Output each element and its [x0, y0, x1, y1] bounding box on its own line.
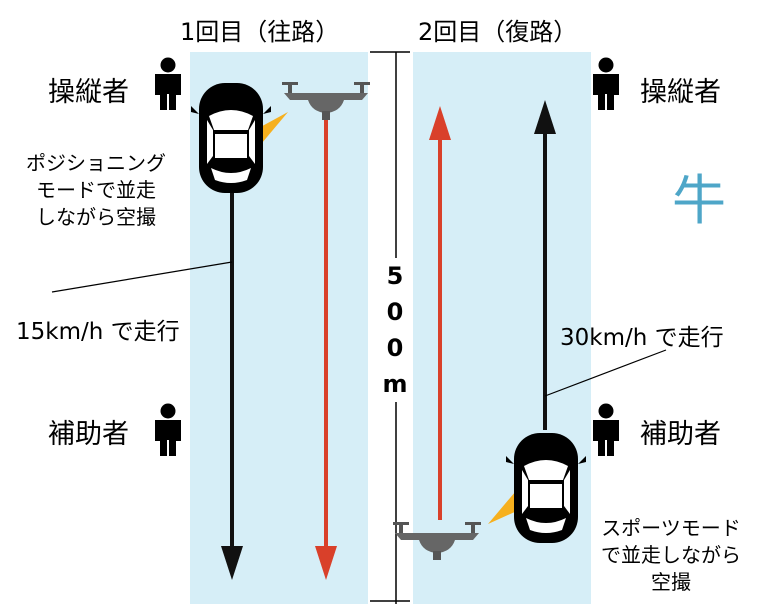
drone-arrowhead-outbound	[315, 546, 337, 580]
operator-label-left: 操縦者	[48, 77, 129, 108]
return-speed-label: 30km/h で走行	[560, 325, 724, 351]
trip2-title: 2回目（復路）	[418, 18, 578, 46]
sport-mode-note: スポーツモード で並走しながら 空撮	[586, 515, 756, 596]
distance-char-1: 5	[386, 262, 404, 290]
cow-mark: 牛	[672, 169, 726, 232]
assistant-label-left: 補助者	[48, 419, 129, 450]
positioning-note-line-2: モードで並走	[36, 178, 156, 202]
sport-note-line-1: スポーツモード	[601, 516, 741, 540]
distance-char-2: 0	[386, 298, 404, 326]
positioning-mode-note: ポジショニング モードで並走 しながら空撮	[6, 150, 186, 231]
distance-label: 5 0 0 m	[380, 258, 410, 402]
drone-arrowhead-return	[429, 106, 451, 140]
assistant-icon-left	[155, 403, 181, 457]
sport-note-line-3: 空撮	[651, 570, 691, 594]
distance-char-3: 0	[386, 334, 404, 362]
positioning-note-line-3: しながら空撮	[36, 205, 156, 229]
sport-note-line-2: で並走しながら	[601, 543, 741, 567]
distance-char-4: m	[382, 370, 408, 398]
operator-icon-right	[593, 57, 619, 111]
car-arrowhead-return	[534, 100, 556, 134]
car-return-icon	[506, 433, 586, 543]
drone-outbound-icon	[282, 82, 370, 120]
leader-line-return	[544, 349, 667, 397]
trip1-title: 1回目（往路）	[180, 18, 340, 46]
positioning-note-line-1: ポジショニング	[26, 151, 166, 175]
car-outbound-icon	[191, 83, 271, 193]
operator-label-right: 操縦者	[640, 77, 721, 108]
assistant-label-right: 補助者	[640, 419, 721, 450]
drone-return-icon	[393, 522, 481, 560]
leader-line-outbound	[51, 261, 233, 293]
operator-icon-left	[155, 57, 181, 111]
outbound-speed-label: 15km/h で走行	[16, 319, 180, 345]
car-arrowhead-outbound	[221, 546, 243, 580]
assistant-icon-right	[593, 403, 619, 457]
